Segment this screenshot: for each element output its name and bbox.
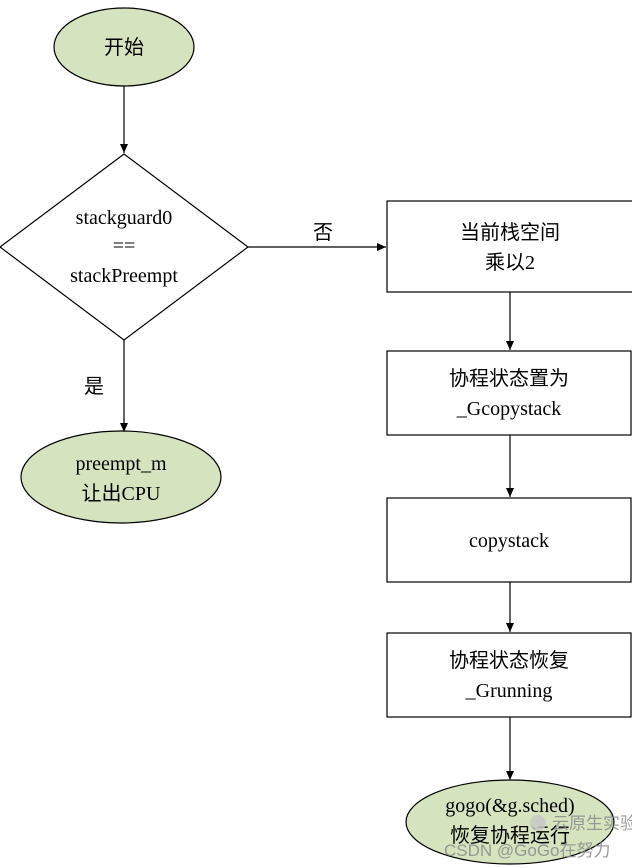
node-double-stack: 当前栈空间 乘以2: [386, 200, 632, 293]
node-double-stack-line-1: 当前栈空间: [460, 221, 560, 244]
node-preempt: preempt_m 让出CPU: [20, 430, 222, 524]
node-preempt-line-2: 让出CPU: [82, 482, 161, 505]
node-set-copystack: 协程状态置为 _Gcopystack: [386, 350, 632, 436]
node-decision-line-3: stackPreempt: [70, 265, 178, 287]
watermark-text: CSDN @GoGo在努力: [444, 841, 611, 860]
node-preempt-line-1: preempt_m: [75, 453, 167, 475]
node-set-copystack-line-1: 协程状态置为: [449, 367, 569, 390]
edge-label-yes: 是: [84, 376, 104, 398]
node-double-stack-line-2: 乘以2: [485, 251, 535, 274]
node-gogo-line-1: gogo(&g.sched): [445, 795, 574, 817]
node-copystack-label: copystack: [469, 530, 549, 552]
edge-label-no: 否: [313, 222, 333, 244]
node-restore-running-line-2: _Grunning: [465, 680, 553, 702]
watermark: 云原生实验室 CSDN @GoGo在努力: [444, 814, 632, 860]
node-decision: stackguard0 == stackPreempt: [0, 153, 249, 341]
node-copystack: copystack: [386, 497, 632, 583]
node-start: 开始: [53, 7, 195, 87]
node-gogo: gogo(&g.sched) 恢复协程运行: [405, 779, 615, 865]
watermark-logo-text: 云原生实验室: [552, 814, 632, 833]
node-restore-running: 协程状态恢复 _Grunning: [386, 632, 632, 718]
node-start-label: 开始: [104, 36, 144, 59]
watermark-logo-icon: [530, 815, 546, 831]
node-restore-running-line-1: 协程状态恢复: [449, 649, 569, 672]
node-decision-line-1: stackguard0: [76, 207, 173, 229]
node-set-copystack-line-2: _Gcopystack: [456, 398, 561, 420]
node-decision-line-2: ==: [113, 235, 136, 257]
